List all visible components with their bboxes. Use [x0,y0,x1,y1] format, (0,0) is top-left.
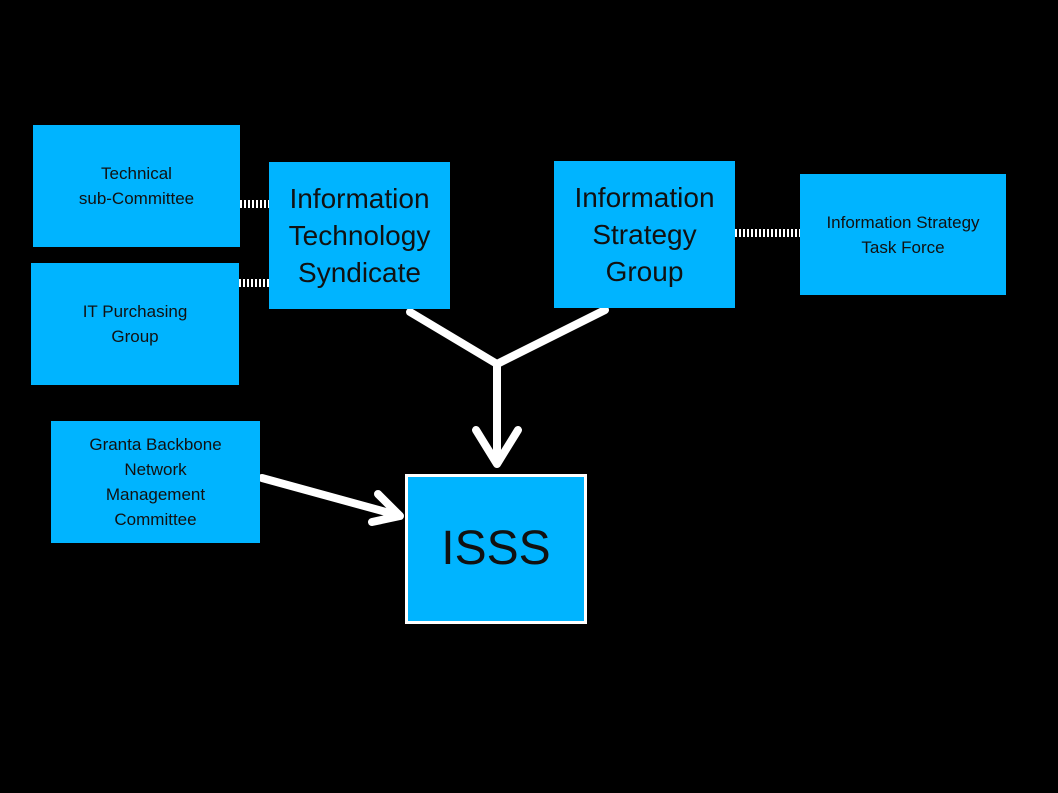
it-syndicate-label: Information Technology Syndicate [288,183,431,288]
arrowhead-down [472,426,522,468]
info-strategy-group-label: Information Strategy Group [574,182,715,287]
line-isg-to-junction [493,306,609,368]
it-syndicate-box: Information Technology Syndicate [269,162,450,309]
technical-subcommittee-label: Technical sub-Committee [78,164,195,208]
line-granta-to-isss [258,474,401,519]
line-its-to-junction [406,308,501,368]
it-purchasing-group-label: IT Purchasing Group [82,302,188,346]
info-strategy-task-force-box: Information Strategy Task Force [800,174,1006,295]
granta-backbone-label: Granta Backbone Network Management Commi… [89,435,222,529]
technical-subcommittee-box: Technical sub-Committee [33,125,240,247]
info-strategy-group-box: Information Strategy Group [554,161,735,308]
isss-box: ISSS [405,474,587,624]
info-strategy-task-force-label: Information Strategy Task Force [826,212,980,257]
isss-label: ISSS [441,522,551,575]
it-purchasing-group-box: IT Purchasing Group [31,263,239,385]
arrowhead-right [368,490,404,526]
granta-backbone-box: Granta Backbone Network Management Commi… [51,421,260,543]
